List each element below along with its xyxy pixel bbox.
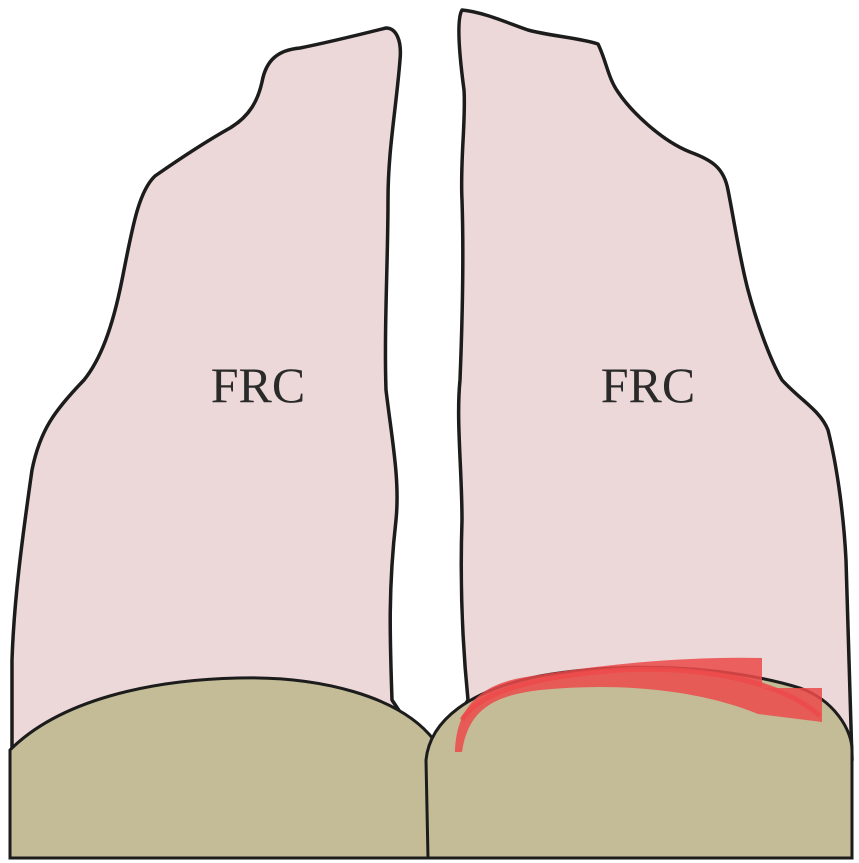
right-lung-label: FRC xyxy=(601,357,696,413)
left-lung-label: FRC xyxy=(211,357,306,413)
